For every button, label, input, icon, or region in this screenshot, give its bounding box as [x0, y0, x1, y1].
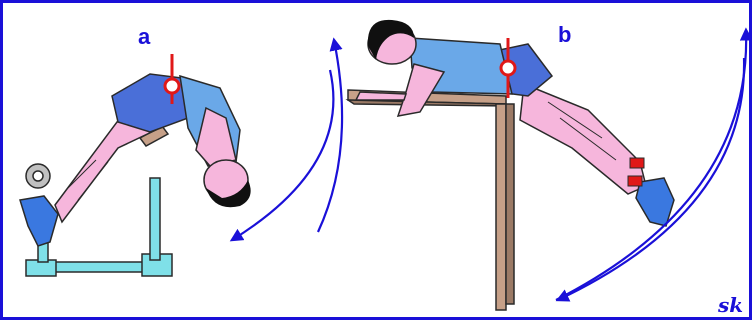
arrow-a-down — [232, 70, 333, 240]
arrow-a-up — [318, 40, 342, 232]
pivot-marker-b — [501, 61, 515, 75]
panel-b: b — [348, 20, 746, 310]
figure-a — [20, 54, 251, 246]
pivot-marker-a — [165, 79, 179, 93]
arrow-b-down — [558, 58, 744, 300]
ankle-strap-top — [630, 158, 644, 168]
panel-a: a — [20, 24, 342, 276]
panel-label-b: b — [558, 22, 571, 47]
signature: sk — [717, 293, 743, 317]
panel-label-a: a — [138, 24, 151, 49]
ankle-strap-bottom — [628, 176, 642, 186]
figure-b — [356, 20, 674, 226]
bench-b — [348, 90, 514, 310]
